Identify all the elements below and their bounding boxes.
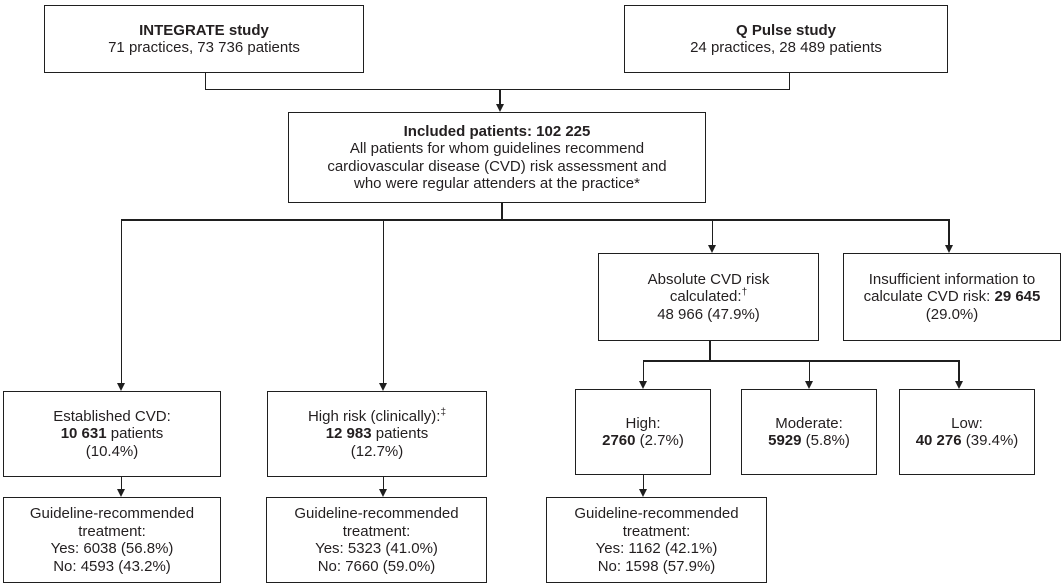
text-line: treatment: <box>342 522 411 540</box>
text-line: 24 practices, 28 489 patients <box>690 39 882 56</box>
connector-high-risk-shaft <box>382 219 384 384</box>
connector-treatment3-shaft <box>642 475 644 490</box>
connector-integrate-stub <box>204 73 206 90</box>
arrow-down-icon <box>379 382 388 391</box>
text-line: 48 966 (47.9%) <box>657 305 760 323</box>
connector-merge-horizontal <box>204 88 790 90</box>
text-line: 2760 (2.7%) <box>602 432 684 449</box>
text-line: Insufficient information to <box>868 270 1036 288</box>
connector-included-stub <box>501 203 503 220</box>
text-line: treatment: <box>78 522 146 540</box>
arrow-down-icon <box>955 380 963 389</box>
text-line: Q Pulse study <box>735 21 837 39</box>
text-line: Guideline-recommended <box>574 505 739 522</box>
risk-moderate-box: Moderate:5929 (5.8%) <box>741 389 877 475</box>
connector-treatment1-shaft <box>120 477 122 490</box>
connector-risk-high-shaft <box>642 360 644 382</box>
text-line: Yes: 5323 (41.0%) <box>315 540 438 557</box>
connector-established-shaft <box>120 219 122 384</box>
connector-insufficient-shaft <box>948 219 950 246</box>
text-line: High risk (clinically):‡ <box>307 406 447 425</box>
connector-absolute-stub <box>709 341 711 362</box>
connector-risk-low-shaft <box>958 360 960 382</box>
arrow-down-icon <box>117 488 126 497</box>
high-risk-clinically-box: High risk (clinically):‡12 983 patients(… <box>267 391 487 477</box>
text-line: 71 practices, 73 736 patients <box>108 39 300 56</box>
arrow-down-icon <box>639 488 648 497</box>
connector-branch2-horizontal <box>642 360 960 362</box>
text-line: Absolute CVD risk <box>647 270 770 288</box>
text-line: calculate CVD risk: 29 645 <box>863 288 1041 306</box>
text-line: Guideline-recommended <box>29 505 195 522</box>
text-line: Yes: 6038 (56.8%) <box>50 540 174 557</box>
risk-high-box: High:2760 (2.7%) <box>575 389 711 475</box>
text-line: 5929 (5.8%) <box>768 432 850 449</box>
text-line: who were regular attenders at the practi… <box>354 175 640 192</box>
text-line: High: <box>625 414 661 432</box>
connector-branch1-horizontal <box>120 219 950 221</box>
connector-included-shaft <box>499 88 501 106</box>
text-line: 10 631 patients <box>60 425 164 443</box>
risk-low-box: Low:40 276 (39.4%) <box>899 389 1035 475</box>
text-line: 12 983 patients <box>325 425 429 443</box>
arrow-down-icon <box>708 244 717 253</box>
text-line: No: 7660 (59.0%) <box>317 557 436 575</box>
text-line: No: 4593 (43.2%) <box>53 557 171 575</box>
text-line: (10.4%) <box>85 442 139 460</box>
text-line: INTEGRATE study <box>139 21 269 39</box>
text-line: treatment: <box>622 522 691 540</box>
text-line: (12.7%) <box>350 442 404 460</box>
connector-risk-moderate-shaft <box>808 360 810 382</box>
arrow-down-icon <box>379 488 388 497</box>
text-line: cardiovascular disease (CVD) risk assess… <box>327 157 667 175</box>
text-line: Moderate: <box>775 414 843 432</box>
arrow-down-icon <box>805 380 814 389</box>
text-line: Guideline-recommended <box>294 505 459 522</box>
text-line: Established CVD: <box>53 407 171 425</box>
text-line: No: 1598 (57.9%) <box>597 557 716 575</box>
text-line: 40 276 (39.4%) <box>915 432 1019 449</box>
text-line: calculated:† <box>669 287 748 306</box>
established-cvd-box: Established CVD:10 631 patients(10.4%) <box>3 391 221 477</box>
text-line: (29.0%) <box>925 305 979 323</box>
arrow-down-icon <box>496 103 504 112</box>
arrow-down-icon <box>945 244 953 253</box>
arrow-down-icon <box>639 380 648 389</box>
text-line: Included patients: 102 225 <box>403 122 591 140</box>
connector-absolute-risk-shaft <box>711 219 713 246</box>
arrow-down-icon <box>117 382 126 391</box>
text-line: All patients for whom guidelines recomme… <box>349 140 645 157</box>
connector-treatment2-shaft <box>382 477 384 490</box>
text-line: Yes: 1162 (42.1%) <box>595 540 718 557</box>
text-line: Low: <box>951 414 983 432</box>
connector-qpulse-stub <box>788 73 790 90</box>
